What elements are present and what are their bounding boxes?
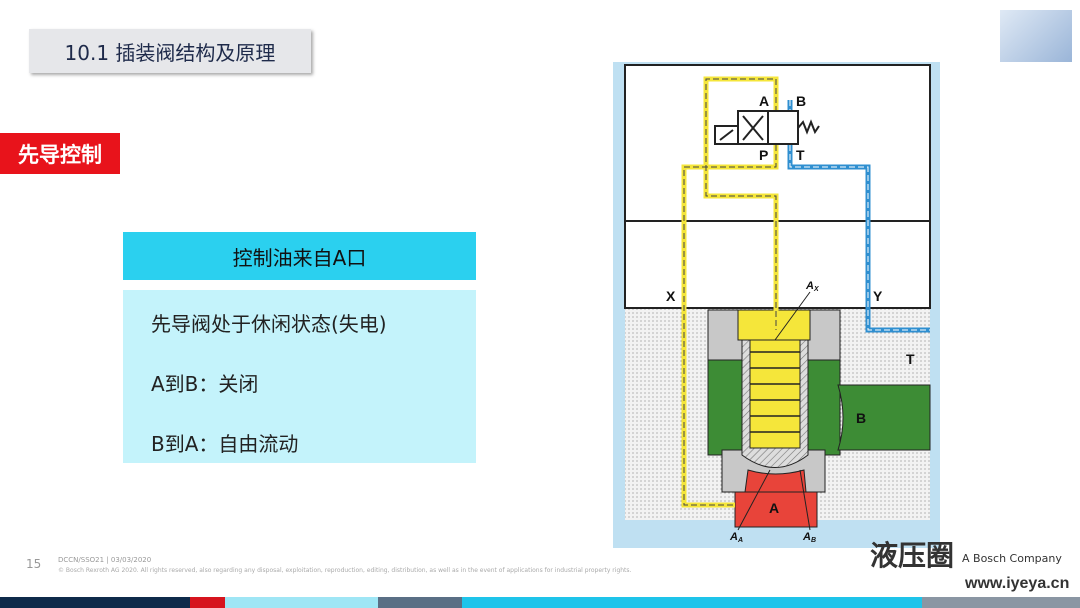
label-t-top: T xyxy=(796,147,805,163)
panel-line: A到B：关闭 xyxy=(151,372,259,396)
footer-bar-lightcyan xyxy=(225,597,378,608)
footer-bar-cyan xyxy=(462,597,922,608)
panel-line: B到A：自由流动 xyxy=(151,432,299,456)
watermark-name: 液压圈 xyxy=(870,539,955,572)
pilot-line-dash xyxy=(683,78,777,506)
label-t: T xyxy=(906,351,915,367)
label-x: X xyxy=(666,288,676,304)
company-tagline: A Bosch Company xyxy=(962,552,1062,565)
label-b: B xyxy=(856,410,866,426)
panel-line: 先导阀处于休闲状态(失电) xyxy=(151,312,387,336)
label-b-top: B xyxy=(796,93,806,109)
footer-bar-grey2 xyxy=(922,597,1080,608)
footer-bar-red xyxy=(190,597,225,608)
label-p: P xyxy=(759,147,768,163)
section-tag: 先导控制 xyxy=(0,133,120,174)
port-a-seat xyxy=(744,469,807,493)
footer-doc-id: DCCN/SSO21 | 03/03/2020 xyxy=(58,556,152,564)
panel-body: 先导阀处于休闲状态(失电) A到B：关闭 B到A：自由流动 xyxy=(123,290,476,463)
label-ab: AB xyxy=(802,531,816,544)
spring-coils xyxy=(750,351,800,433)
footer-bar-grey xyxy=(378,597,462,608)
footer-bar-navy xyxy=(0,597,190,608)
footer-copyright: © Bosch Rexroth AG 2020. All rights rese… xyxy=(58,567,632,574)
port-b-channel xyxy=(837,384,931,451)
pilot-valve-symbol xyxy=(714,110,820,145)
label-a-top: A xyxy=(759,93,769,109)
label-ax: AX xyxy=(805,280,820,293)
watermark-url: www.iyeya.cn xyxy=(965,575,1070,592)
area-leaders xyxy=(737,291,811,531)
product-image xyxy=(1000,10,1072,62)
label-a: A xyxy=(769,500,779,516)
slide-title: 10.1 插装阀结构及原理 xyxy=(29,29,311,73)
tank-line-dash xyxy=(789,100,930,331)
panel-heading: 控制油来自A口 xyxy=(123,232,476,280)
page-number: 15 xyxy=(26,557,42,571)
label-aa: AA xyxy=(729,531,743,544)
label-y: Y xyxy=(873,288,883,304)
